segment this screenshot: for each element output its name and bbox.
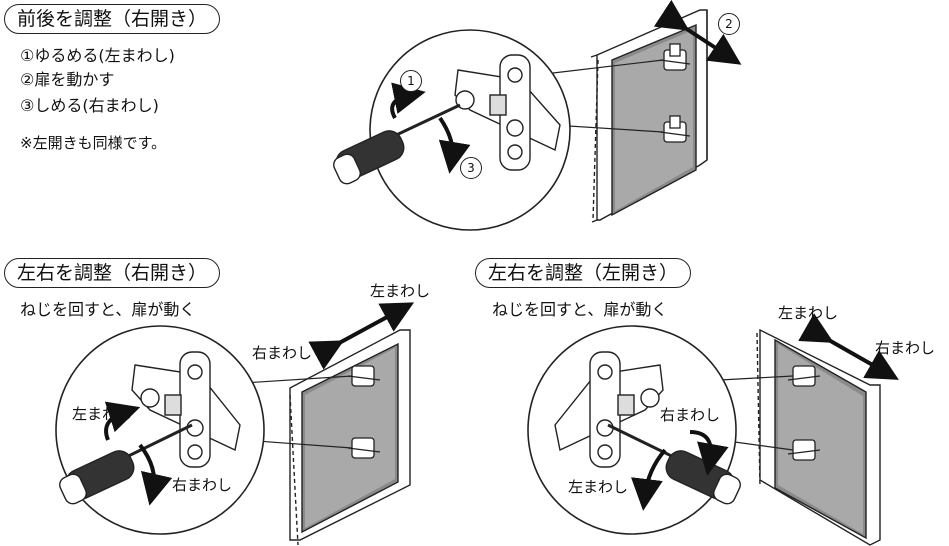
top-step-1: ①ゆるめる(左まわし)	[20, 46, 175, 65]
top-zoom-line-upper	[552, 59, 664, 74]
bl-right-turn-arrow	[138, 443, 173, 506]
top-hinge-detail	[454, 54, 561, 171]
top-loosen-arrow	[390, 82, 426, 119]
br-label-right-turn-circle: 右まわし	[660, 406, 721, 424]
bl-label-right-turn-top: 右まわし	[252, 344, 313, 362]
br-label-left-turn-top: 左まわし	[778, 304, 839, 322]
top-note: ※左開きも同様です。	[20, 134, 167, 152]
top-step-2-marker: 2	[718, 13, 740, 35]
top-step-3-marker: 3	[460, 157, 482, 179]
top-step-1-marker: 1	[400, 70, 422, 92]
bl-label-left-turn-circle: 左まわし	[72, 405, 133, 423]
bl-zoom-line-upper	[242, 375, 353, 384]
br-cabinet-door	[756, 328, 881, 546]
top-section-title: 前後を調整（右開き）	[4, 4, 221, 34]
bl-screwdriver	[59, 423, 193, 505]
top-step-2: ②扉を動かす	[20, 70, 115, 89]
br-zoom-line-upper	[719, 375, 794, 381]
top-step-3: ③しめる(右まわし)	[20, 96, 159, 115]
br-right-turn-arrow	[689, 430, 729, 476]
bl-left-turn-arrow	[104, 401, 141, 441]
br-label-left-turn-circle: 左まわし	[568, 478, 629, 496]
br-door-move-arrow	[798, 313, 899, 380]
br-hinge-detail	[554, 351, 664, 468]
bl-label-left-turn-top: 左まわし	[370, 282, 431, 300]
top-zoom-line-lower	[552, 124, 664, 133]
bl-label-right-turn-circle: 右まわし	[172, 476, 233, 494]
br-section-title: 左右を調整（左開き）	[475, 258, 692, 288]
top-screwdriver	[333, 103, 461, 185]
br-instruction: ねじを回すと、扉が動く	[492, 300, 668, 319]
top-door-hinge-lower	[659, 115, 691, 143]
bl-cabinet-door	[289, 329, 411, 546]
bl-instruction: ねじを回すと、扉が動く	[20, 300, 196, 319]
bl-hinge-detail	[131, 351, 241, 468]
bl-section-title: 左右を調整（右開き）	[4, 258, 221, 288]
top-door-move-arrow	[653, 0, 742, 65]
bl-door-move-arrow	[308, 302, 415, 370]
br-left-turn-arrow	[631, 448, 667, 511]
top-tighten-arrow	[438, 116, 471, 174]
br-label-right-turn-top: 右まわし	[875, 339, 936, 357]
top-cabinet-door	[590, 9, 708, 223]
